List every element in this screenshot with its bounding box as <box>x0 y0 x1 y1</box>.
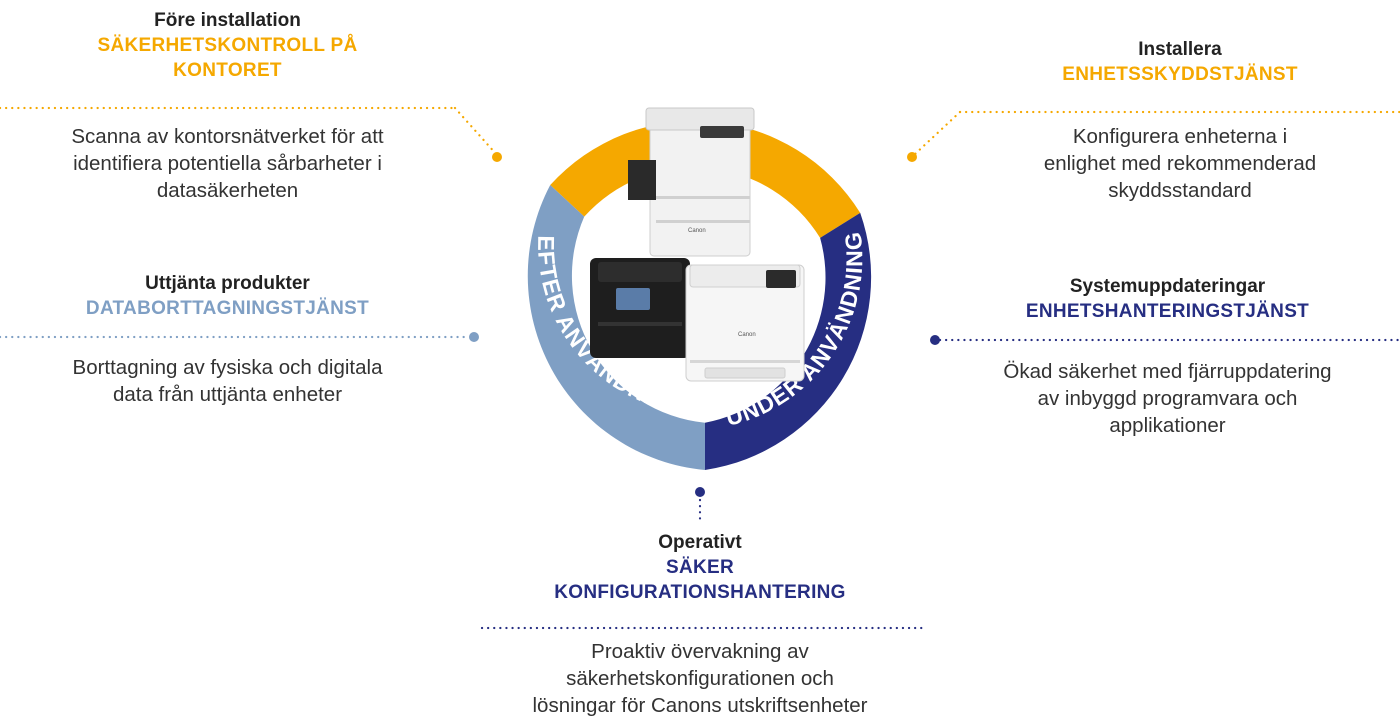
service-name-line2: KONFIGURATIONSHANTERING <box>554 582 846 603</box>
desc-line: skyddsstandard <box>1108 179 1252 202</box>
desc-line: data från uttjänta enheter <box>112 383 343 406</box>
service-name: ENHETSSKYDDSTJÄNST <box>1062 64 1298 85</box>
connector-pre-install <box>0 106 502 162</box>
service-name-line1: SÄKER <box>665 557 734 578</box>
ring-segment-before <box>550 120 861 238</box>
desc-line: lösningar för Canons utskriftsenheter <box>532 694 868 717</box>
description-retired: Borttagning av fysiska och digitala data… <box>0 354 455 408</box>
connector-operational <box>480 487 924 630</box>
ring-segment-during <box>705 212 872 471</box>
printer-white-compact <box>685 264 805 382</box>
desc-line: Borttagning av fysiska och digitala <box>72 356 383 379</box>
ring-segment-after <box>527 184 705 470</box>
desc-line: Konfigurera enheterna i <box>1072 125 1288 148</box>
service-name-line2: KONTORET <box>173 60 282 81</box>
desc-line: säkerhetskonfigurationen och <box>566 667 834 690</box>
printer-black-compact <box>590 258 690 358</box>
connector-updates <box>930 335 1400 345</box>
block-pre-install: Före installation SÄKERHETSKONTROLL PÅ K… <box>0 8 455 83</box>
desc-line: enlighet med rekommenderad <box>1043 152 1317 175</box>
service-name: ENHETSHANTERINGSTJÄNST <box>1025 301 1310 322</box>
printer-large-mfp <box>628 107 755 257</box>
printer-brand-label-large: Canon <box>688 228 706 234</box>
service-name: DATABORTTAGNINGSTJÄNST <box>85 298 370 319</box>
phase-title: Systemuppdateringar <box>1069 276 1266 297</box>
desc-line: Proaktiv övervakning av <box>591 640 809 663</box>
block-install: Installera ENHETSSKYDDSTJÄNST <box>960 37 1400 87</box>
block-operational: Operativt SÄKER KONFIGURATIONSHANTERING <box>470 530 930 605</box>
block-retired: Uttjänta produkter DATABORTTAGNINGSTJÄNS… <box>0 271 455 321</box>
phase-title: Före installation <box>154 10 301 31</box>
description-pre-install: Scanna av kontorsnätverket för att ident… <box>0 123 455 204</box>
desc-line: identifiera potentiella sårbarheter i <box>73 152 382 175</box>
desc-line: datasäkerheten <box>156 179 299 202</box>
printer-brand-label-white: Canon <box>738 332 756 338</box>
desc-line: applikationer <box>1109 414 1226 437</box>
phase-title: Operativt <box>658 532 742 553</box>
service-name-line1: SÄKERHETSKONTROLL PÅ <box>97 35 358 56</box>
phase-title: Uttjänta produkter <box>145 273 310 294</box>
description-operational: Proaktiv övervakning av säkerhetskonfigu… <box>470 638 930 719</box>
connector-install <box>907 110 1400 162</box>
description-updates: Ökad säkerhet med fjärruppdatering av in… <box>935 358 1400 439</box>
phase-title: Installera <box>1138 39 1222 60</box>
desc-line: Ökad säkerhet med fjärruppdatering <box>1003 360 1332 383</box>
block-updates: Systemuppdateringar ENHETSHANTERINGSTJÄN… <box>935 274 1400 324</box>
connector-retired <box>0 332 479 342</box>
desc-line: Scanna av kontorsnätverket för att <box>71 125 384 148</box>
description-install: Konfigurera enheterna i enlighet med rek… <box>960 123 1400 204</box>
desc-line: av inbyggd programvara och <box>1037 387 1298 410</box>
